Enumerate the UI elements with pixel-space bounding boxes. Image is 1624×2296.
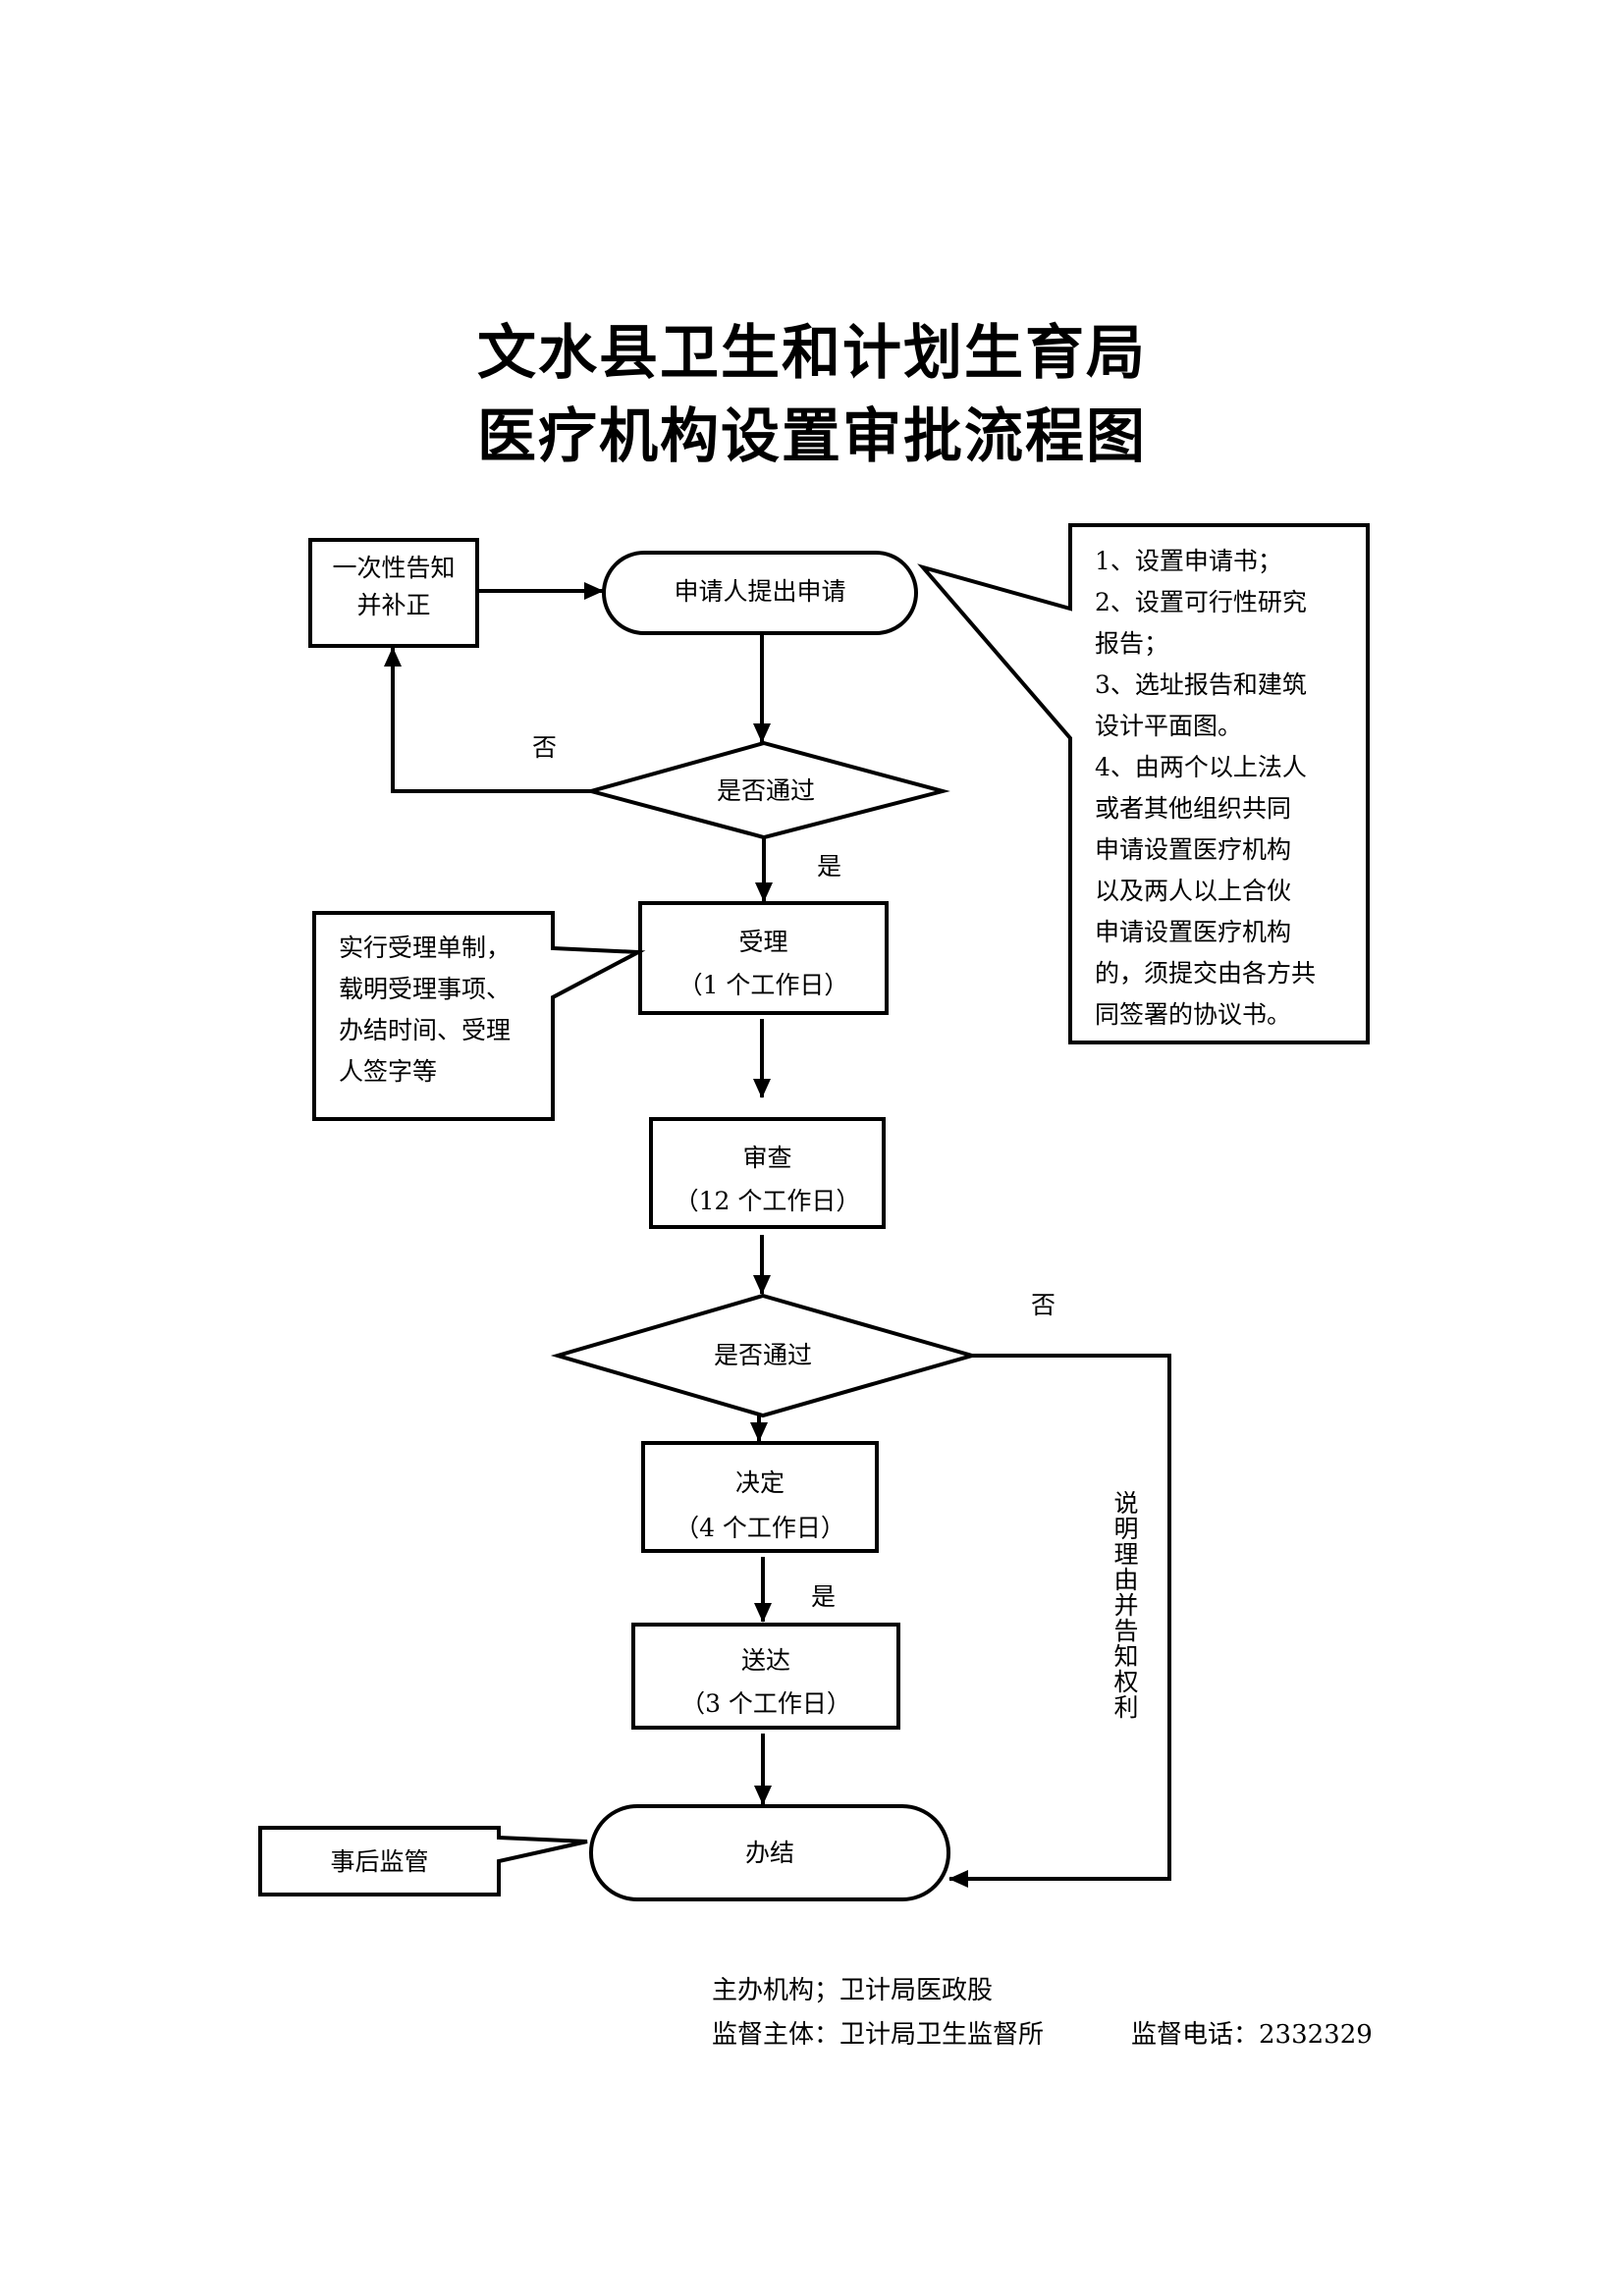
materials-line: 以及两人以上合伙 — [1095, 877, 1292, 905]
review-box — [649, 1117, 886, 1229]
decide-duration: （4 个工作日） — [675, 1514, 845, 1542]
decision2-no-label: 否 — [1031, 1291, 1056, 1319]
phone-label: 监督电话： — [1131, 2020, 1260, 2050]
acceptance-line: 载明受理事项、 — [339, 975, 512, 1003]
accept-title: 受理 — [738, 928, 788, 956]
materials-line: 同签署的协议书。 — [1095, 1000, 1292, 1029]
finish-terminal — [589, 1804, 950, 1901]
apply-label: 申请人提出申请 — [674, 577, 846, 606]
review-title: 审查 — [742, 1144, 792, 1172]
title-line1: 文水县卫生和计划生育局 — [477, 319, 1147, 388]
phone-value: 2332329 — [1259, 2020, 1373, 2050]
decide-box — [641, 1441, 879, 1553]
materials-line: 1、设置申请书； — [1095, 547, 1282, 575]
finish-label: 办结 — [744, 1839, 794, 1867]
accept-box — [638, 901, 889, 1015]
decision2-diamond — [550, 1293, 980, 1418]
correction-line2: 并补正 — [356, 591, 431, 619]
deliver-duration: （3 个工作日） — [680, 1689, 851, 1718]
decision1-label: 是否通过 — [716, 776, 815, 805]
decision1-no-label: 否 — [532, 733, 558, 762]
materials-line: 2、设置可行性研究 — [1095, 588, 1307, 616]
supervisor-label: 监督主体： — [712, 2020, 840, 2050]
arrow-decision2-no — [948, 1354, 1171, 1888]
acceptance-line: 实行受理单制， — [339, 934, 512, 962]
title-line2: 医疗机构设置审批流程图 — [477, 402, 1147, 471]
deliver-box — [631, 1623, 900, 1730]
supervisor-value: 卫计局卫生监督所 — [839, 2020, 1045, 2050]
materials-line: 报告； — [1095, 629, 1169, 658]
supervision-label: 事后监管 — [330, 1847, 429, 1876]
materials-line: 申请设置医疗机构 — [1095, 835, 1292, 864]
footer-supervisor: 监督主体：卫计局卫生监督所 — [712, 2020, 1044, 2051]
decide-title: 决定 — [734, 1468, 785, 1497]
materials-line: 的，须提交由各方共 — [1095, 959, 1317, 988]
acceptance-line: 办结时间、受理 — [339, 1016, 512, 1044]
materials-list: 1、设置申请书； 2、设置可行性研究报告； 3、选址报告和建筑设计平面图。 4、由两个… — [1095, 541, 1360, 1036]
materials-line: 设计平面图。 — [1095, 712, 1243, 740]
footer-phone: 监督电话：2332329 — [1131, 2020, 1373, 2051]
host-label: 主办机构； — [712, 1976, 840, 2005]
supervision-callout — [258, 1826, 588, 1896]
review-label: 审查 （12 个工作日） — [651, 1137, 884, 1223]
accept-duration: （1 个工作日） — [677, 971, 849, 999]
materials-line: 申请设置医疗机构 — [1095, 918, 1292, 946]
correction-line1: 一次性告知 — [332, 554, 456, 582]
decide-label: 决定 （4 个工作日） — [643, 1461, 877, 1551]
decision2-label: 是否通过 — [713, 1341, 812, 1369]
acceptance-notes: 实行受理单制， 载明受理事项、办结时间、受理人签字等 — [339, 928, 550, 1093]
materials-line: 3、选址报告和建筑 — [1095, 670, 1307, 699]
arrow-decision1-no — [384, 647, 591, 793]
acceptance-callout — [312, 911, 646, 1121]
acceptance-line: 人签字等 — [339, 1057, 438, 1086]
materials-line: 或者其他组织共同 — [1095, 794, 1292, 823]
decision1-yes-label: 是 — [817, 852, 842, 881]
deliver-label: 送达 （3 个工作日） — [633, 1639, 898, 1726]
materials-callout — [917, 523, 1370, 1044]
review-duration: （12 个工作日） — [674, 1187, 861, 1215]
deliver-title: 送达 — [740, 1646, 790, 1675]
reject-explanation-label: 说明理由并告知权利 — [1110, 1490, 1139, 1720]
materials-line: 4、由两个以上法人 — [1095, 753, 1307, 781]
accept-label: 受理 （1 个工作日） — [640, 921, 887, 1007]
correction-label: 一次性告知 并补正 — [310, 550, 477, 624]
decide-yes-label: 是 — [811, 1582, 837, 1611]
footer-host: 主办机构；卫计局医政股 — [712, 1976, 993, 2006]
host-value: 卫计局医政股 — [839, 1976, 994, 2005]
